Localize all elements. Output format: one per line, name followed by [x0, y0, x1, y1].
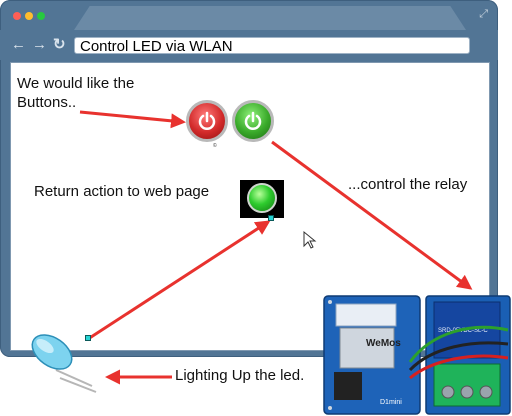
reload-icon[interactable]: ↻ [53, 36, 66, 53]
back-icon[interactable]: ← [11, 36, 26, 53]
browser-tab[interactable] [74, 6, 466, 30]
hardware-boards: WeMos D1mini SRD-05VDC-SL-C [323, 295, 511, 415]
wemos-label: WeMos [366, 338, 401, 349]
black-wire [408, 341, 509, 372]
arrow-to-relay [271, 140, 473, 290]
green-led-icon [247, 183, 277, 213]
buttons-note-line1: We would like the [17, 75, 135, 92]
red-power-button[interactable] [186, 100, 228, 142]
power-icon [198, 111, 216, 130]
arrow-to-buttons [79, 110, 186, 129]
blue-led-icon [31, 334, 97, 393]
wemos-d1-mini-board: WeMos D1mini [323, 295, 421, 415]
nav-bar: ← → ↻ Control LED via WLAN [0, 30, 498, 60]
minimize-dot[interactable] [25, 12, 33, 20]
mouse-cursor-icon [303, 230, 317, 249]
maximize-dot[interactable] [37, 12, 45, 20]
red-wire [409, 354, 509, 380]
address-bar[interactable]: Control LED via WLAN [74, 37, 470, 55]
arrow-to-led-indicator [87, 220, 271, 341]
buttons-note-line2: Buttons.. [17, 94, 77, 111]
control-relay-note: ...control the relay [348, 176, 468, 193]
copyright-mark: © [213, 143, 217, 149]
title-bar: ⤢ [0, 0, 498, 30]
relay-board: SRD-05VDC-SL-C [425, 295, 511, 415]
relay-model-label: SRD-05VDC-SL-C [438, 328, 488, 334]
forward-icon[interactable]: → [32, 36, 47, 53]
return-action-note: Return action to web page [34, 183, 210, 200]
d1mini-label: D1mini [380, 399, 402, 406]
indicator-connector-point [268, 215, 274, 221]
led-indicator [240, 180, 284, 218]
green-wire [408, 325, 509, 363]
power-icon [244, 111, 262, 130]
resize-icon[interactable]: ⤢ [479, 8, 488, 20]
green-power-button[interactable] [232, 100, 274, 142]
lighting-up-note: Lighting Up the led. [175, 367, 305, 384]
led-connector-point [85, 335, 91, 341]
close-dot[interactable] [13, 12, 21, 20]
